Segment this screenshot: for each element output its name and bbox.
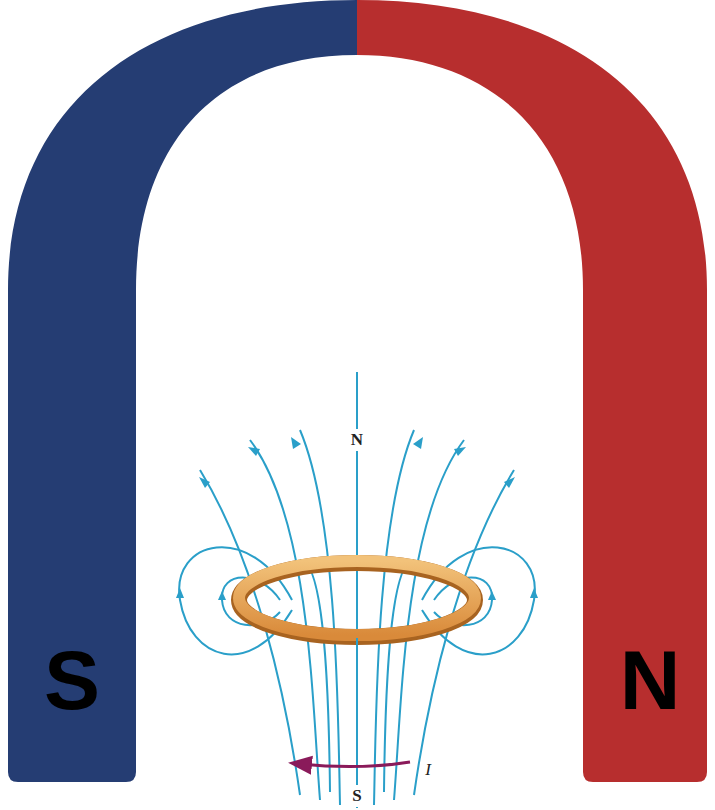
current-arrow — [300, 762, 410, 767]
magnet-pole-label: S — [44, 632, 100, 729]
magnet-south-half — [8, 0, 357, 782]
magnet-north-half — [357, 0, 707, 782]
field-lines — [179, 372, 535, 808]
field-arrows — [176, 437, 538, 600]
magnet-pole-label: N — [620, 632, 681, 729]
current-label: I — [425, 760, 431, 780]
current-loop — [239, 561, 475, 635]
loop-pole-label: S — [350, 785, 363, 807]
loop-pole-label: N — [349, 429, 365, 451]
